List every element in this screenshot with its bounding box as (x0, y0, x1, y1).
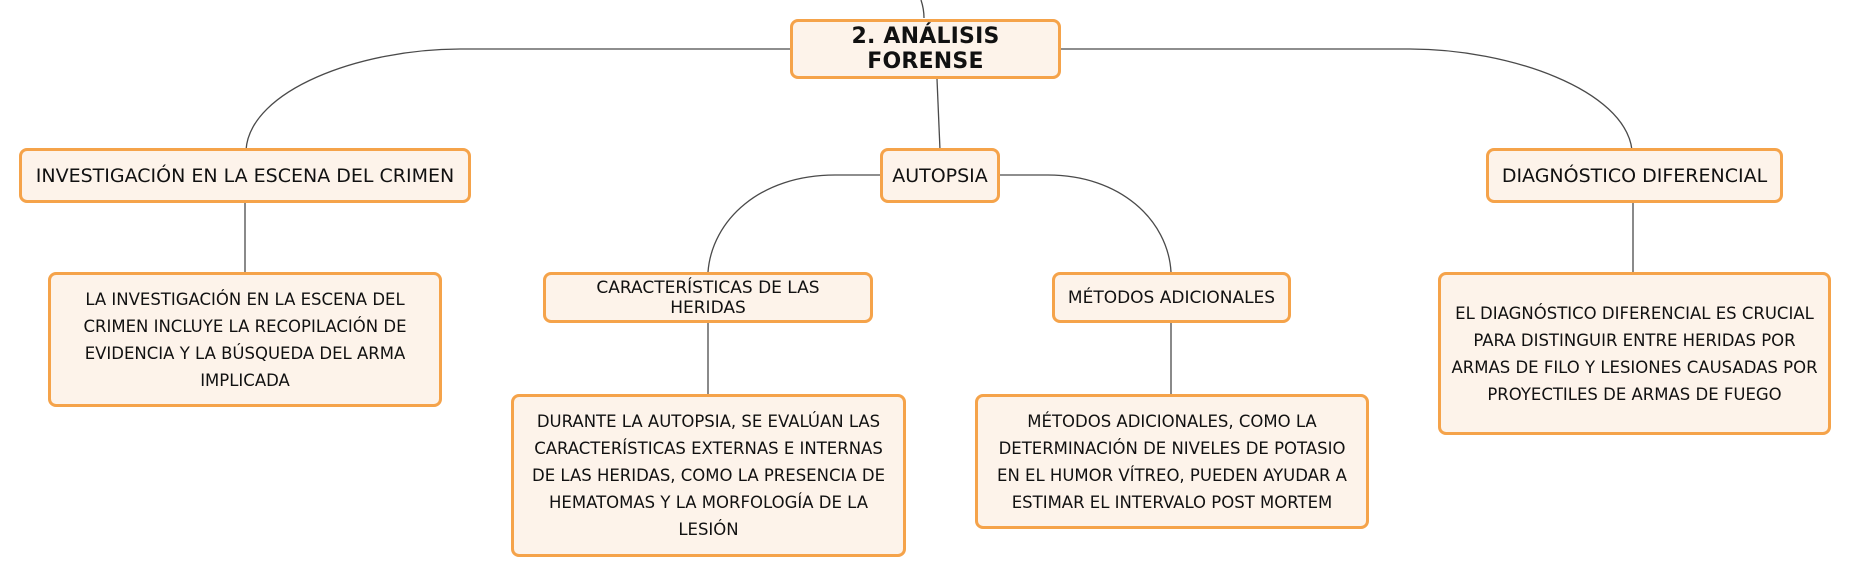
detail-diagnostico-diferencial[interactable]: EL DIAGNÓSTICO DIFERENCIAL ES CRUCIAL PA… (1438, 272, 1831, 435)
connector-root-autopsia (936, 78, 941, 151)
connector-root-diagnostico (1061, 48, 1633, 151)
connector-autopsia-heridas (707, 174, 881, 273)
root-topic[interactable]: 2. ANÁLISIS FORENSE (790, 19, 1061, 79)
topic-escena-del-crimen[interactable]: INVESTIGACIÓN EN LA ESCENA DEL CRIMEN (19, 148, 471, 203)
connector-autopsia-metodos (998, 174, 1172, 273)
connector-root-parent (920, 0, 925, 19)
topic-metodos-adicionales[interactable]: MÉTODOS ADICIONALES (1052, 272, 1291, 323)
detail-metodos-adicionales[interactable]: MÉTODOS ADICIONALES, COMO LA DETERMINACI… (975, 394, 1369, 529)
topic-caracteristicas-heridas[interactable]: CARACTERÍSTICAS DE LAS HERIDAS (543, 272, 873, 323)
connector-root-escena (245, 48, 790, 151)
topic-diagnostico-diferencial[interactable]: DIAGNÓSTICO DIFERENCIAL (1486, 148, 1783, 203)
detail-escena-del-crimen[interactable]: LA INVESTIGACIÓN EN LA ESCENA DEL CRIMEN… (48, 272, 442, 407)
detail-caracteristicas-heridas[interactable]: DURANTE LA AUTOPSIA, SE EVALÚAN LAS CARA… (511, 394, 906, 557)
topic-autopsia[interactable]: AUTOPSIA (880, 148, 1000, 203)
